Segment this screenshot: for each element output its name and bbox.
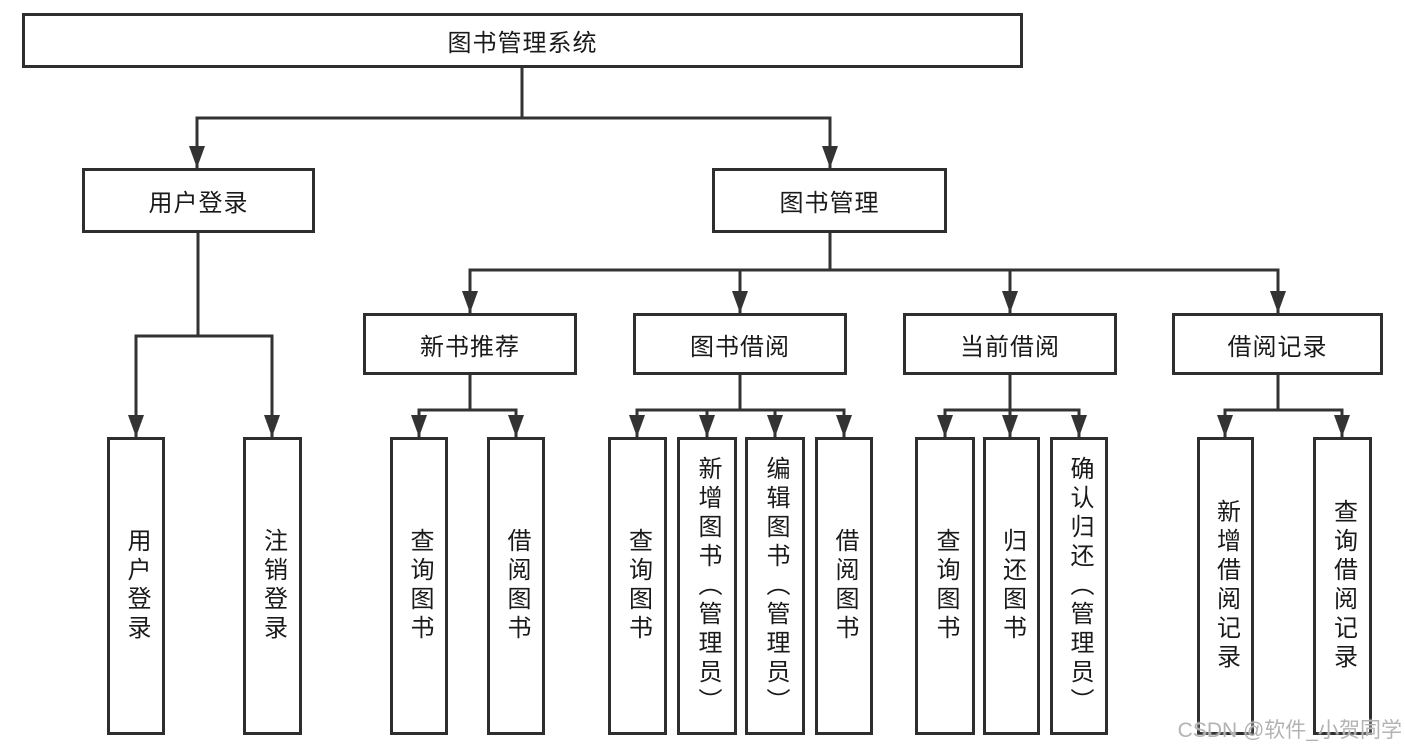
node-book-borrow: 图书借阅 — [633, 313, 847, 375]
node-label: 新书推荐 — [420, 333, 520, 361]
node-leaf-query-books-1: 查询图书 — [390, 437, 448, 735]
node-leaf-query-borrow-record: 查询借阅记录 — [1313, 437, 1372, 735]
node-label: 查询图书 — [932, 528, 959, 644]
node-label: 图书管理 — [779, 190, 880, 217]
node-book-management: 图书管理 — [712, 168, 947, 233]
node-leaf-borrow-books-1: 借阅图书 — [487, 437, 545, 735]
watermark: CSDN @软件_小贺同学 — [1177, 719, 1402, 742]
node-label: 查询图书 — [624, 528, 652, 644]
node-leaf-user-login: 用户登录 — [107, 437, 165, 735]
node-label: 借阅图书 — [503, 528, 530, 644]
node-leaf-borrow-books-2: 借阅图书 — [815, 437, 873, 735]
node-leaf-confirm-return-admin: 确认归还（管理员） — [1050, 437, 1108, 735]
node-label: 查询借阅记录 — [1329, 499, 1357, 673]
node-root: 图书管理系统 — [22, 13, 1023, 68]
node-label: 注销登录 — [259, 528, 287, 644]
node-user-login: 用户登录 — [82, 168, 315, 233]
node-label: 确认归还（管理员） — [1066, 455, 1093, 717]
node-current-borrow: 当前借阅 — [903, 313, 1117, 375]
node-label: 编辑图书（管理员） — [762, 455, 789, 717]
node-leaf-edit-books-admin: 编辑图书（管理员） — [745, 437, 805, 735]
node-label: 当前借阅 — [960, 333, 1060, 361]
node-label: 图书管理系统 — [447, 30, 598, 57]
node-leaf-return-books: 归还图书 — [983, 437, 1040, 735]
node-label: 借阅图书 — [831, 528, 858, 644]
node-label: 新增借阅记录 — [1212, 499, 1240, 673]
node-label: 借阅记录 — [1227, 333, 1328, 361]
node-label: 查询图书 — [406, 528, 433, 644]
node-leaf-add-borrow-record: 新增借阅记录 — [1197, 437, 1254, 735]
node-new-book-recommend: 新书推荐 — [363, 313, 577, 375]
node-label: 新增图书（管理员） — [694, 455, 721, 717]
node-label: 用户登录 — [123, 528, 150, 644]
node-label: 用户登录 — [148, 190, 249, 217]
node-leaf-query-books-2: 查询图书 — [608, 437, 667, 735]
node-borrow-records: 借阅记录 — [1172, 313, 1383, 375]
node-leaf-add-books-admin: 新增图书（管理员） — [677, 437, 737, 735]
node-leaf-query-books-3: 查询图书 — [915, 437, 975, 735]
node-leaf-logout: 注销登录 — [243, 437, 302, 735]
node-label: 归还图书 — [998, 528, 1026, 644]
node-label: 图书借阅 — [690, 333, 790, 361]
